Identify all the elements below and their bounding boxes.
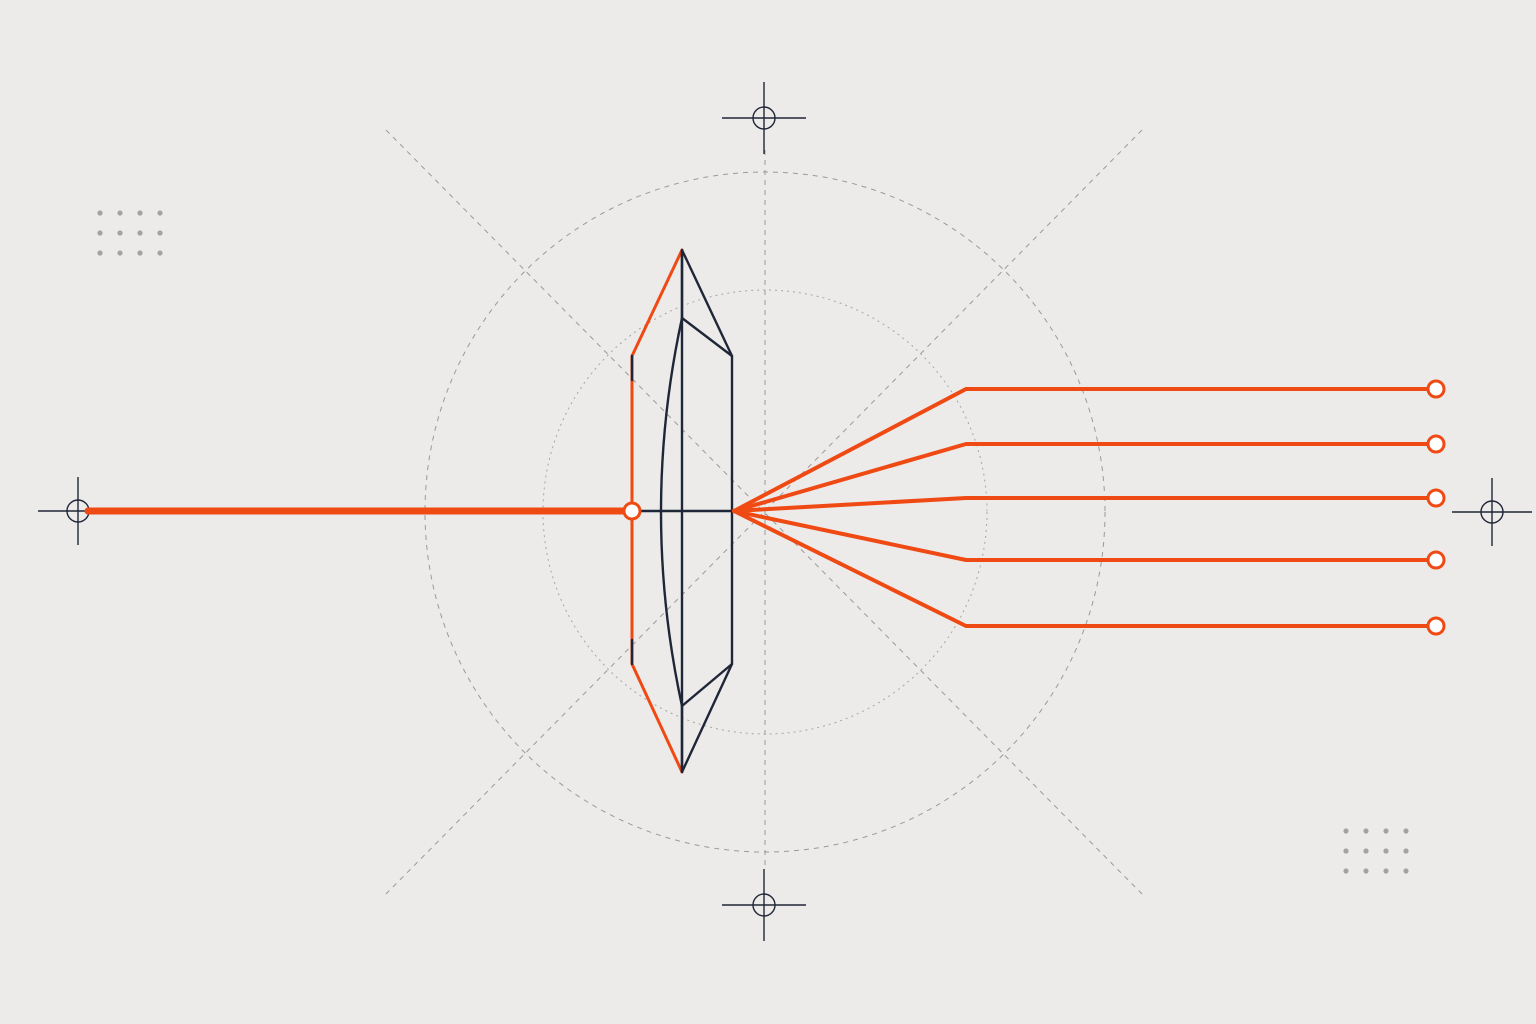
grid-dot (137, 230, 143, 236)
grid-dot (1343, 828, 1349, 834)
output-beam (732, 442, 1430, 513)
entry-node (622, 501, 642, 521)
output-terminal (1426, 488, 1446, 508)
crosshair-icon (722, 869, 806, 941)
crosshair-icon (722, 82, 806, 154)
grid-dot (1363, 868, 1369, 874)
output-beams (732, 387, 1430, 628)
grid-dot (1363, 848, 1369, 854)
grid-dot (157, 230, 163, 236)
grid-dot (1383, 848, 1389, 854)
grid-dot (117, 210, 123, 216)
grid-dot (97, 250, 103, 256)
output-terminals (1426, 379, 1446, 636)
grid-dot (1403, 868, 1409, 874)
grid-dot (157, 250, 163, 256)
dot-grid-icon (97, 210, 163, 256)
grid-dot (1383, 868, 1389, 874)
grid-dot (1403, 848, 1409, 854)
output-beam (732, 509, 1430, 628)
output-terminal (1426, 616, 1446, 636)
grid-dot (97, 210, 103, 216)
dot-grid-icon (1343, 828, 1409, 874)
grid-dot (1383, 828, 1389, 834)
crosshair-icon (1452, 478, 1532, 546)
output-terminal (1426, 434, 1446, 454)
output-terminal (1426, 550, 1446, 570)
lens (630, 248, 736, 774)
lens-bottom-bevel (680, 662, 734, 708)
output-beam (732, 387, 1430, 513)
grid-dot (1363, 828, 1369, 834)
grid-dot (1343, 848, 1349, 854)
grid-dot (137, 250, 143, 256)
lens-top-bevel (680, 316, 734, 358)
grid-dot (157, 210, 163, 216)
output-terminal (1426, 379, 1446, 399)
grid-dot (97, 230, 103, 236)
grid-dot (1343, 868, 1349, 874)
grid-dot (1403, 828, 1409, 834)
grid-dot (117, 230, 123, 236)
grid-dot (117, 250, 123, 256)
output-beam (732, 496, 1430, 513)
output-beam (732, 509, 1430, 562)
grid-dot (137, 210, 143, 216)
